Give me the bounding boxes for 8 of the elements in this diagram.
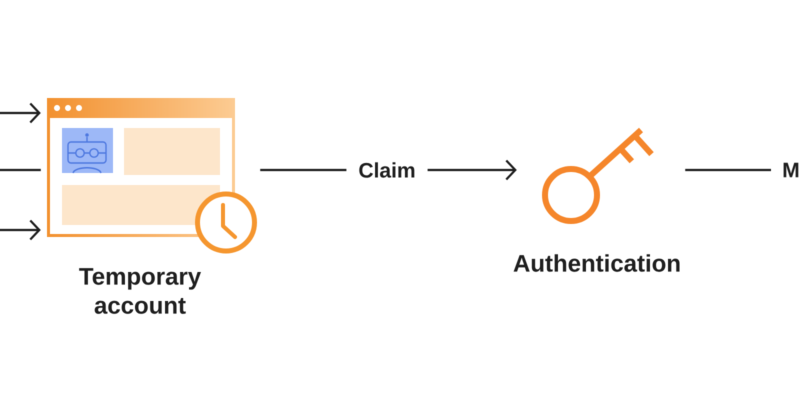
node-label: Temporary account	[79, 268, 201, 314]
edge-label: M	[784, 162, 798, 178]
edge-label: Claim	[346, 159, 428, 181]
connector-line	[685, 168, 771, 172]
connector-line	[0, 168, 41, 172]
arrow	[0, 102, 41, 124]
arrow	[0, 220, 41, 240]
node-label: Authentication	[514, 254, 680, 272]
